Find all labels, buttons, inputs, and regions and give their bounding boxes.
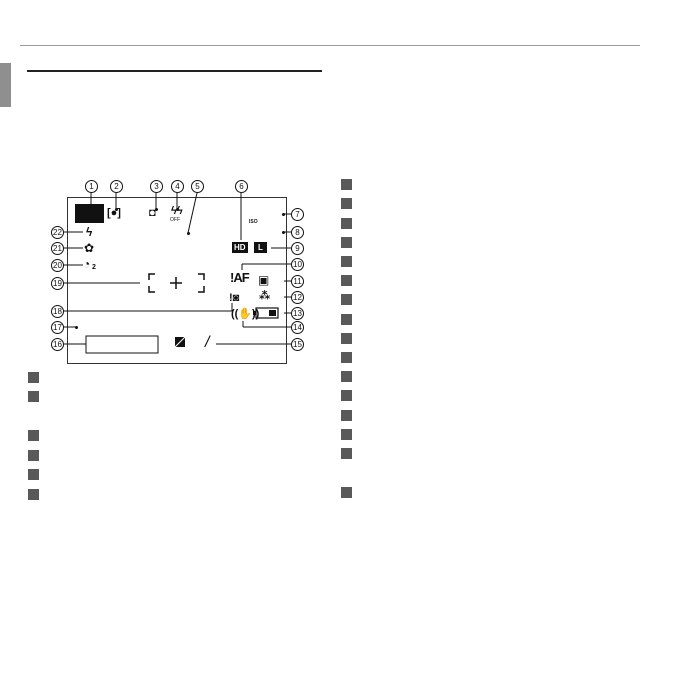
callout-15: 15 bbox=[291, 338, 304, 351]
leader-dot bbox=[187, 232, 190, 235]
list-marker bbox=[341, 294, 352, 305]
list-marker bbox=[341, 352, 352, 363]
list-marker bbox=[28, 489, 39, 500]
memory-card-icon: ▣ bbox=[258, 273, 270, 287]
image-size-icon: L bbox=[254, 242, 267, 253]
leader-dot bbox=[90, 208, 93, 211]
movie-hd-icon: HD bbox=[232, 242, 248, 253]
list-marker bbox=[341, 275, 352, 286]
leader-dot bbox=[75, 326, 78, 329]
callout-20: 20 bbox=[51, 259, 64, 272]
list-marker bbox=[341, 314, 352, 325]
callout-11: 11 bbox=[291, 275, 304, 288]
flash-off-icon: ϟϟ bbox=[171, 205, 183, 217]
face-detection-icon: [●] bbox=[107, 207, 121, 219]
list-marker bbox=[341, 256, 352, 267]
list-marker bbox=[341, 218, 352, 229]
callout-12: 12 bbox=[291, 291, 304, 304]
list-marker bbox=[341, 429, 352, 440]
callout-10: 10 bbox=[291, 258, 304, 271]
macro-flower-icon: ✿ bbox=[84, 241, 95, 255]
callout-6: 6 bbox=[235, 180, 248, 193]
list-marker bbox=[341, 179, 352, 190]
section-tab bbox=[0, 63, 11, 107]
list-marker bbox=[28, 372, 39, 383]
self-timer-icon: ◔ bbox=[83, 257, 91, 271]
iso-label: ISO bbox=[249, 219, 258, 225]
list-marker bbox=[341, 390, 352, 401]
list-marker bbox=[341, 198, 352, 209]
list-marker bbox=[28, 450, 39, 461]
camera-shake-icon: ((✋)) bbox=[231, 308, 260, 320]
callout-17: 17 bbox=[51, 321, 64, 334]
leader-dot bbox=[155, 208, 158, 211]
shooting-mode-indicator bbox=[75, 204, 104, 223]
leader-dot bbox=[282, 213, 285, 216]
blur-warning-icon: !◙ bbox=[229, 292, 240, 304]
list-marker bbox=[341, 448, 352, 459]
self-timer-sub: 2 bbox=[92, 264, 96, 271]
callout-19: 19 bbox=[51, 277, 64, 290]
callout-18: 18 bbox=[51, 305, 64, 318]
callout-3: 3 bbox=[150, 180, 163, 193]
callout-22: 22 bbox=[51, 226, 64, 239]
list-marker bbox=[341, 333, 352, 344]
list-marker bbox=[28, 430, 39, 441]
section-rule bbox=[27, 70, 322, 72]
callout-4: 4 bbox=[171, 180, 184, 193]
callout-13: 13 bbox=[291, 307, 304, 320]
callout-9: 9 bbox=[291, 242, 304, 255]
callout-8: 8 bbox=[291, 226, 304, 239]
callout-16: 16 bbox=[51, 338, 64, 351]
callout-5: 5 bbox=[191, 180, 204, 193]
flash-off-label: OFF bbox=[170, 217, 180, 223]
flash-icon: ϟ bbox=[86, 225, 93, 239]
callout-21: 21 bbox=[51, 242, 64, 255]
fraction-slash: / bbox=[205, 334, 210, 351]
white-balance-icon: ⁂ bbox=[259, 290, 271, 302]
top-rule bbox=[20, 45, 640, 46]
af-warning-icon: !AF bbox=[230, 270, 250, 285]
callout-1: 1 bbox=[85, 180, 98, 193]
continuous-icon: ◘ bbox=[149, 207, 156, 219]
list-marker bbox=[28, 391, 39, 402]
list-marker bbox=[341, 371, 352, 382]
frame-count-box bbox=[85, 335, 159, 354]
callout-7: 7 bbox=[291, 208, 304, 221]
callout-2: 2 bbox=[110, 180, 123, 193]
list-marker bbox=[28, 469, 39, 480]
leader-dot bbox=[176, 208, 179, 211]
list-marker bbox=[341, 487, 352, 498]
list-marker bbox=[341, 410, 352, 421]
leader-dot bbox=[282, 231, 285, 234]
list-marker bbox=[341, 237, 352, 248]
leader-dot bbox=[115, 208, 118, 211]
callout-14: 14 bbox=[291, 321, 304, 334]
focus-frame-icon bbox=[148, 273, 205, 293]
